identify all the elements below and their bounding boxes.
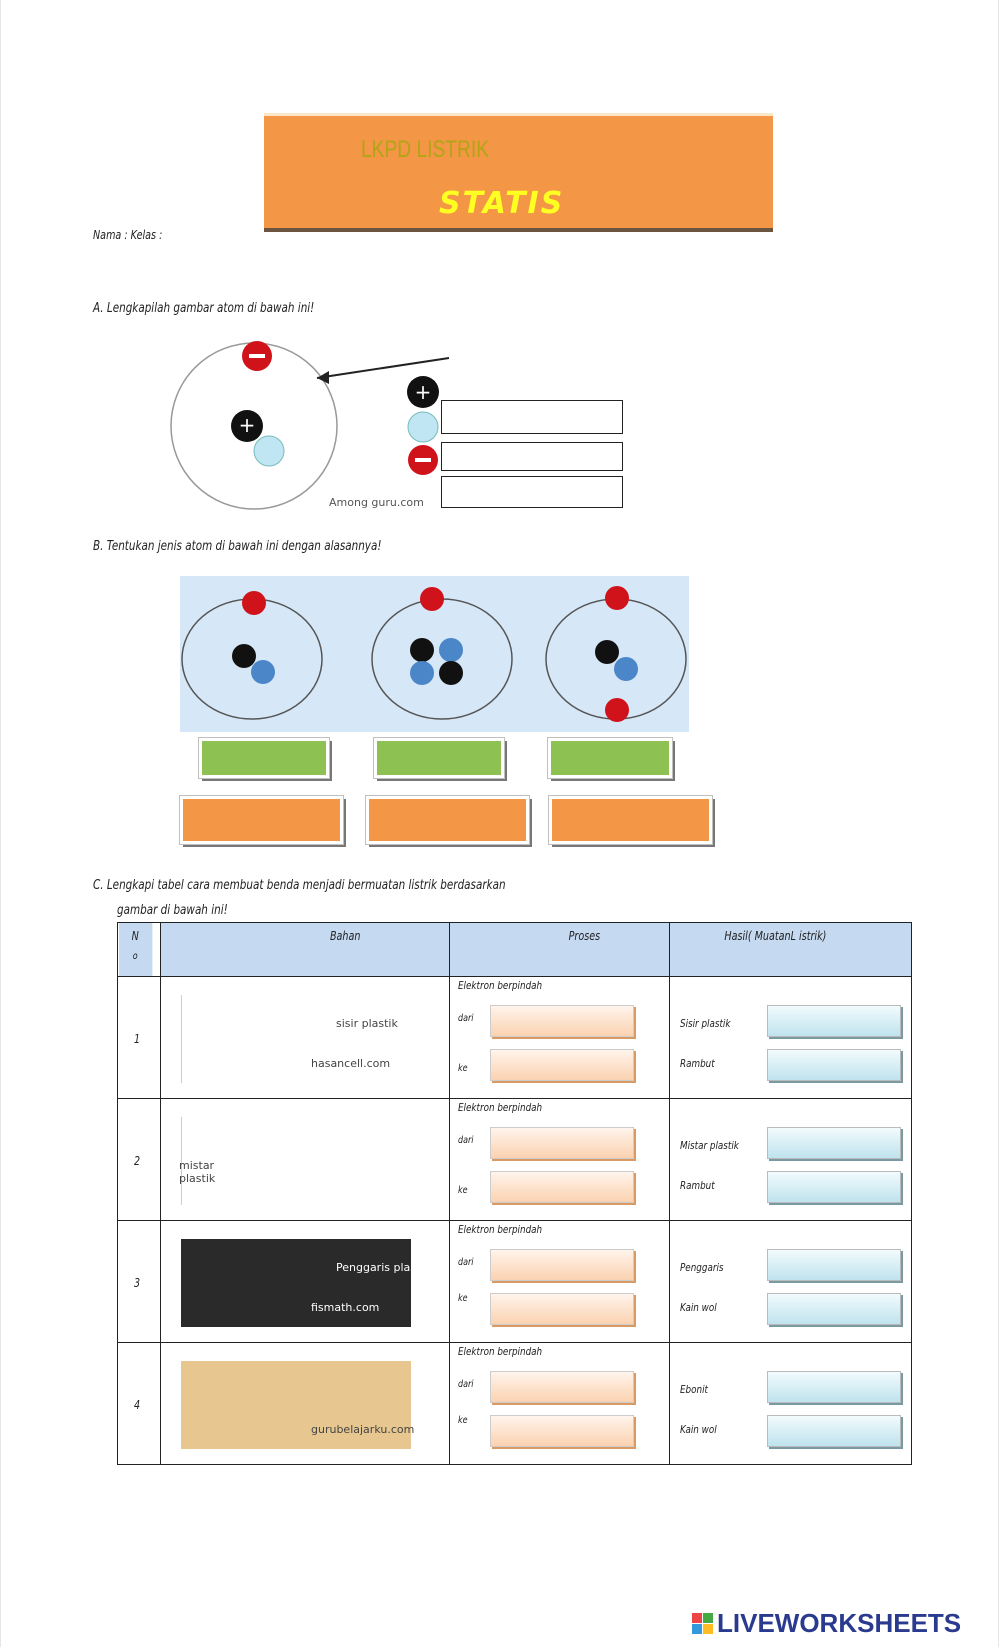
charge-input-b[interactable] [767,1049,901,1081]
charge-input-a[interactable] [767,1005,901,1037]
ke-label: ke [458,1293,468,1304]
dari-label: dari [458,1013,474,1024]
electron-from-input[interactable] [490,1371,634,1403]
electron-to-input[interactable] [490,1293,634,1325]
material-image: mistar plastik [161,1099,449,1220]
electron-to-input[interactable] [490,1049,634,1081]
proses-label: Elektron berpindah [458,979,543,992]
hasil-label-a: Penggaris [680,1261,724,1274]
col-no: N [131,929,139,943]
atom-type-answer-2[interactable] [373,737,505,779]
section-b-heading: B. Tentukan jenis atom di bawah ini deng… [93,539,382,554]
hasil-label-b: Kain wol [680,1423,717,1436]
section-c-heading-1: C. Lengkapi tabel cara membuat benda men… [93,878,506,893]
charge-input-a[interactable] [767,1249,901,1281]
row-number: 4 [134,1398,141,1412]
image-caption: sisir plastik [336,1017,398,1030]
ke-label: ke [458,1063,468,1074]
dari-label: dari [458,1379,474,1390]
logo-text: LIVEWORKSHEETS [717,1608,962,1638]
hasil-label-b: Kain wol [680,1301,717,1314]
dari-label: dari [458,1257,474,1268]
hasil-label-a: Sisir plastik [680,1017,731,1030]
title-line2: STATIS [439,186,565,221]
hasil-label-a: Ebonit [680,1383,709,1396]
ke-label: ke [458,1185,468,1196]
col-hasil: Hasil( MuatanL istrik) [724,929,827,943]
proses-label: Elektron berpindah [458,1223,543,1236]
answer-box-proton[interactable] [441,400,623,434]
atom-types-image [180,576,689,732]
atom-diagram-a: + + Among guru.com [170,341,450,510]
title-banner: LKPD LISTRIK STATIS [264,116,773,232]
ke-label: ke [458,1415,468,1426]
atom-reason-answer-1[interactable] [179,795,344,845]
section-c-heading-2: gambar di bawah ini! [117,903,228,918]
credit-text: Among guru.com [329,496,424,509]
col-proses: Proses [568,929,601,943]
image-credit: hasancell.com [311,1057,391,1070]
image-credit: fismath.com [311,1301,380,1314]
charge-input-b[interactable] [767,1171,901,1203]
electron-to-input[interactable] [490,1171,634,1203]
electron-from-input[interactable] [490,1249,634,1281]
hasil-label-a: Mistar plastik [680,1139,739,1152]
table-row: 2 mistar plastik Elektron berpindah dari… [117,1098,912,1221]
charge-input-a[interactable] [767,1127,901,1159]
atom-reason-answer-3[interactable] [548,795,713,845]
electron-from-input[interactable] [490,1005,634,1037]
material-image: sisir plastik hasancell.com [161,977,449,1098]
logo-icon [692,1613,713,1634]
answer-box-electron[interactable] [441,476,623,508]
charge-input-b[interactable] [767,1293,901,1325]
dari-label: dari [458,1135,474,1146]
row-number: 3 [134,1276,141,1290]
image-caption: mistar plastik [179,1159,216,1185]
answer-box-neutron[interactable] [441,442,623,471]
hasil-label-b: Rambut [680,1179,715,1192]
col-bahan: Bahan [329,929,361,943]
section-a-heading: A. Lengkapilah gambar atom di bawah ini! [93,301,315,316]
atom-type-answer-1[interactable] [198,737,330,779]
svg-text:+: + [415,380,432,404]
material-image: Penggaris plastik fismath.com [161,1221,449,1342]
svg-text:+: + [239,413,256,437]
liveworksheets-logo: LIVEWORKSHEETS [692,1608,961,1639]
row-number: 1 [134,1032,141,1046]
charge-input-b[interactable] [767,1415,901,1447]
electron-to-input[interactable] [490,1415,634,1447]
table-row: 1 sisir plastik hasancell.com Elektron b… [117,976,912,1099]
table-row: 3 Penggaris plastik fismath.com Elektron… [117,1220,912,1343]
image-caption: Penggaris plastik [336,1261,430,1274]
table-row: 4 gurubelajarku.com Elektron berpindah d… [117,1342,912,1465]
charge-input-a[interactable] [767,1371,901,1403]
proses-label: Elektron berpindah [458,1345,543,1358]
image-credit: gurubelajarku.com [311,1423,415,1436]
hasil-label-b: Rambut [680,1057,715,1070]
proses-label: Elektron berpindah [458,1101,543,1114]
name-class-label: Nama : Kelas : [93,228,163,242]
col-no-2: o [132,951,138,962]
electron-from-input[interactable] [490,1127,634,1159]
atom-type-answer-3[interactable] [547,737,673,779]
atom-reason-answer-2[interactable] [365,795,530,845]
row-number: 2 [134,1154,141,1168]
title-line1: LKPD LISTRIK [361,136,490,163]
material-image: gurubelajarku.com [161,1343,449,1464]
